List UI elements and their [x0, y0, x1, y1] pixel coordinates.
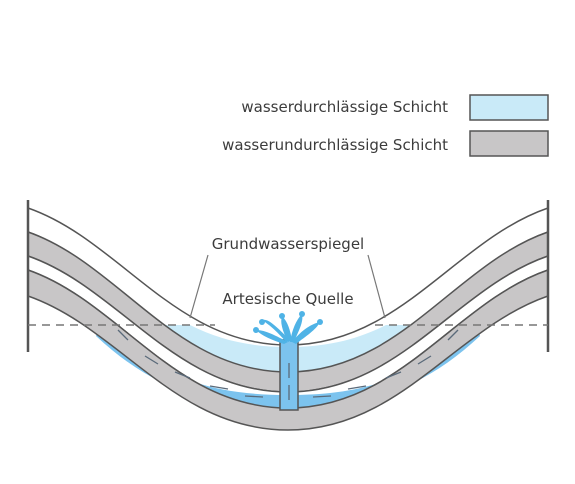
legend-label-permeable: wasserdurchlässige Schicht	[241, 98, 448, 116]
arrow-icon	[144, 355, 159, 365]
arrow-icon	[312, 395, 332, 398]
legend-label-impermeable: wasserundurchlässige Schicht	[222, 136, 448, 154]
arrow-icon	[447, 329, 459, 341]
arrow-icon	[417, 355, 432, 365]
legend: wasserdurchlässige Schicht wasserundurch…	[222, 94, 549, 157]
arrow-icon	[117, 329, 129, 341]
arrow-icon	[244, 395, 264, 398]
arrow-icon	[174, 371, 191, 379]
water-table-label: Grundwasserspiegel	[212, 235, 364, 253]
water-table-pointer-right	[367, 254, 386, 319]
fountain-icon	[253, 311, 323, 344]
legend-swatch-permeable	[469, 94, 549, 121]
arrow-icon	[385, 371, 402, 379]
arrow-icon	[347, 385, 367, 390]
arrow-icon	[209, 385, 229, 390]
water-table-pointer-left	[189, 254, 209, 319]
flow-arrows	[117, 329, 459, 400]
legend-swatch-impermeable	[469, 130, 549, 157]
artesian-spring-label: Artesische Quelle	[222, 290, 353, 308]
